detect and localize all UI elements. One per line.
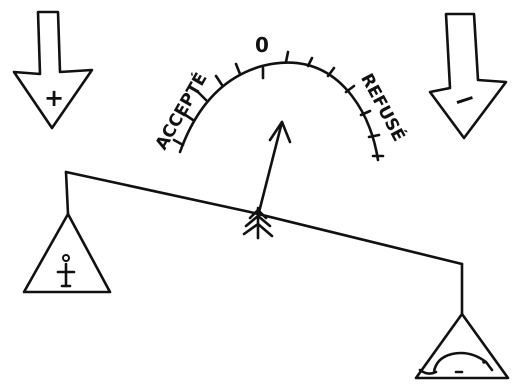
left-down-arrow: +	[14, 12, 92, 128]
balance-beam	[66, 172, 462, 264]
needle	[258, 122, 290, 216]
gauge-left-label: ACCEPTÉ	[150, 69, 212, 154]
left-pan	[24, 172, 110, 292]
plus-sign: +	[44, 84, 64, 112]
gauge-zero-label: 0	[255, 33, 269, 57]
right-down-arrow: −	[430, 14, 506, 138]
right-pan	[416, 264, 508, 378]
minus-sign: −	[450, 83, 480, 118]
gauge-right-label: REFUSÉ	[356, 69, 410, 145]
gauge: 0 ACCEPTÉ REFUSÉ	[150, 33, 410, 160]
person-figure	[58, 255, 74, 286]
